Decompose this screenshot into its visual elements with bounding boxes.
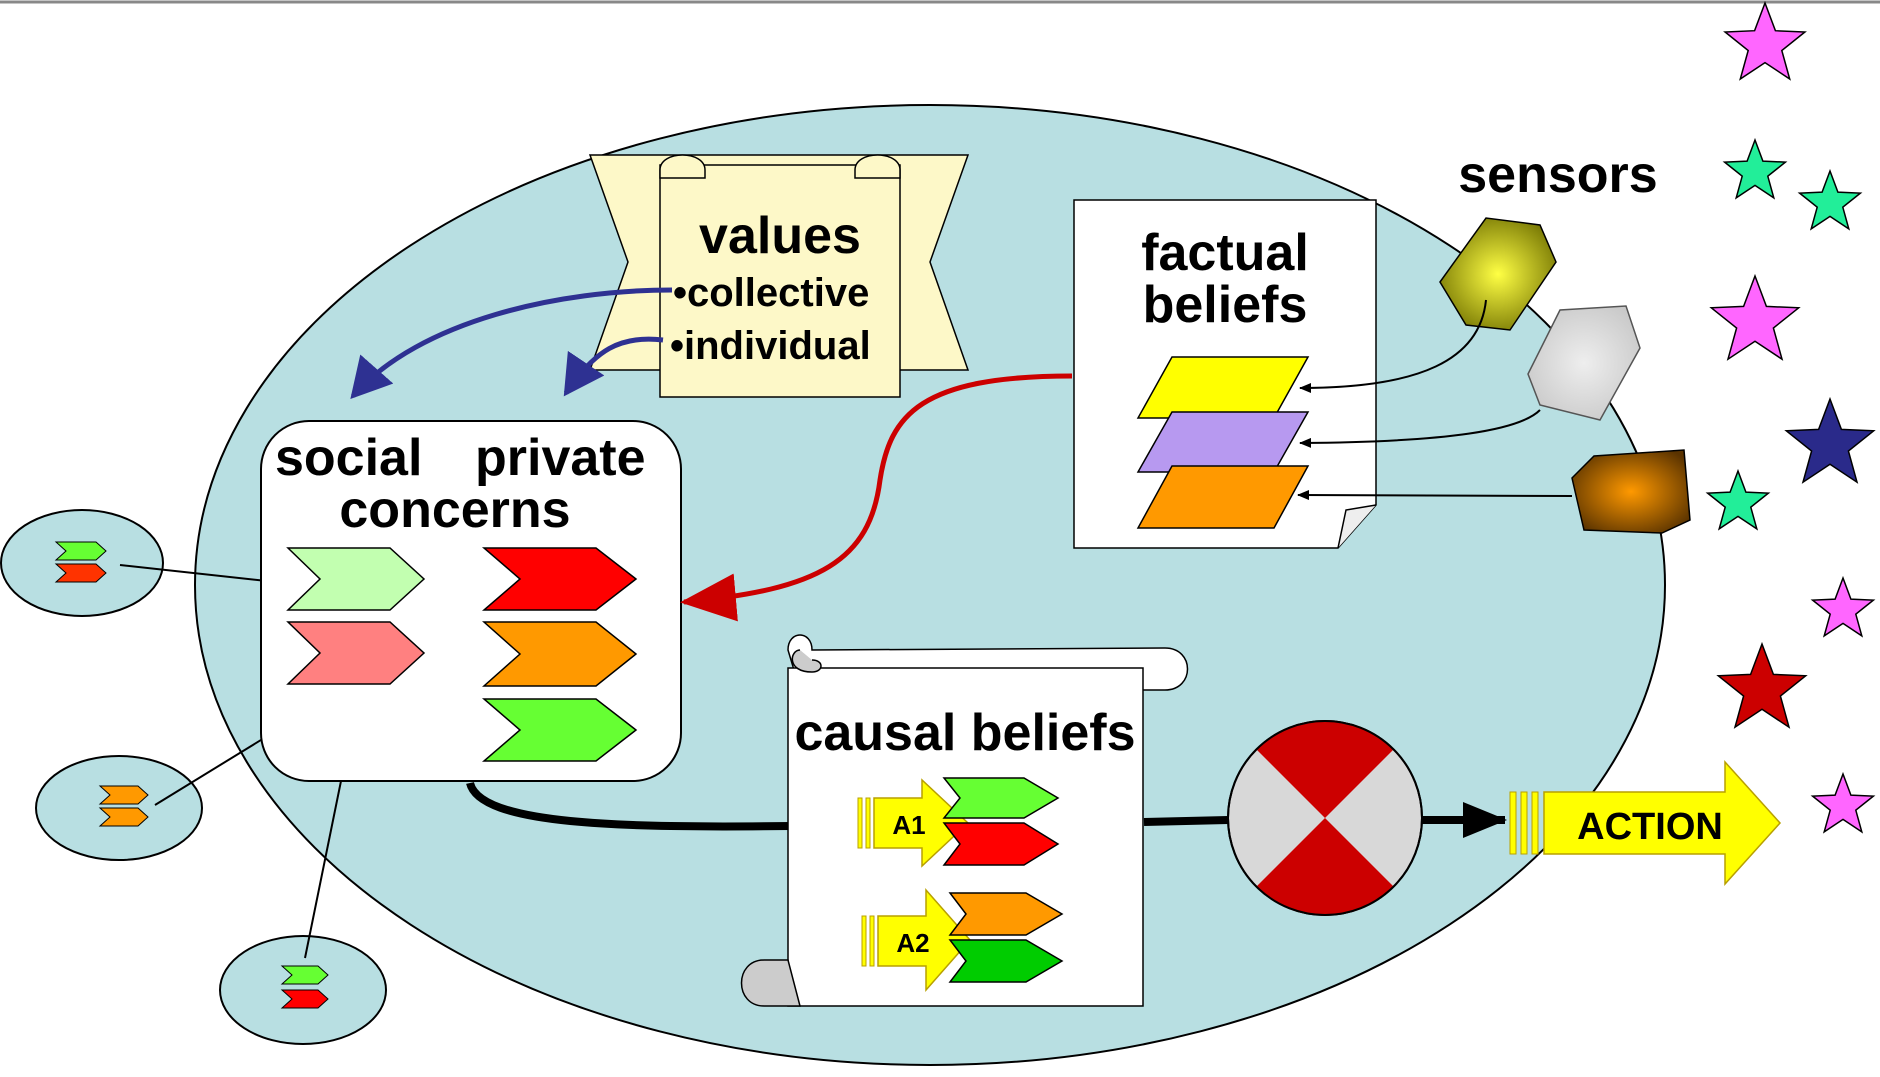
star-icon [1722, 137, 1788, 200]
chevron-icon [280, 965, 329, 985]
outcome-dark-green [948, 939, 1064, 983]
outcome-red [942, 822, 1060, 866]
social-concern-green [286, 547, 426, 611]
chevron-icon [54, 541, 107, 561]
action-label-a1: A1 [892, 810, 925, 840]
star-icon [1797, 168, 1863, 231]
private-concern-orange [482, 621, 638, 687]
concerns-to-causal-connector [466, 781, 793, 831]
decision-wheel-icon [1227, 720, 1423, 916]
chevron-icon [98, 807, 149, 827]
star-icon [1723, 0, 1807, 81]
values-item-collective: •collective [673, 271, 869, 315]
concerns-label: concerns [339, 481, 570, 539]
sensor-arrow-3 [1297, 490, 1573, 501]
social-concern-pink [286, 621, 426, 685]
action-label-a2: A2 [896, 928, 929, 958]
star-icon [1709, 273, 1801, 361]
arrow-icon [877, 888, 971, 992]
values-title: values [699, 207, 861, 265]
action-arrow: ACTION [1509, 760, 1782, 886]
private-concern-red [481, 547, 638, 611]
causal-beliefs-title: causal beliefs [794, 704, 1135, 762]
action-label: ACTION [1577, 806, 1723, 848]
environment-stars [1705, 0, 1876, 834]
beliefs-label: beliefs [1143, 276, 1308, 334]
concerns-box: social private concerns [260, 420, 682, 782]
causal-beliefs-scroll: causal beliefs A1 A2 [740, 634, 1189, 1007]
other-agent-3 [219, 935, 387, 1045]
sensor-arrow-2 [1299, 409, 1541, 448]
star-icon [1705, 468, 1771, 531]
other-agent-1 [0, 509, 164, 617]
sensor-arrow-1 [1299, 299, 1487, 393]
chevron-icon [280, 989, 329, 1009]
belief-orange [1136, 465, 1310, 529]
star-icon [1810, 575, 1876, 638]
private-label: private [475, 429, 646, 487]
values-scroll: values •collective •individual [588, 154, 970, 398]
private-concern-green [481, 698, 638, 762]
star-icon [1716, 641, 1808, 729]
sensor-icon [1527, 305, 1641, 421]
social-label: social [275, 429, 422, 487]
action-option-a1: A1 [857, 777, 1060, 868]
values-item-individual: •individual [670, 324, 871, 368]
other-agent-2 [35, 755, 203, 861]
factual-label: factual [1141, 224, 1309, 282]
chevron-icon [98, 785, 149, 805]
sensors-label: sensors [1458, 146, 1657, 204]
outcome-orange [948, 892, 1064, 936]
outcome-green [942, 777, 1060, 819]
factual-beliefs-document: factual beliefs [1073, 199, 1377, 549]
individual-to-private-arrow [563, 336, 664, 397]
collective-to-social-arrow [350, 287, 673, 399]
causal-to-decision-connector [1143, 816, 1229, 826]
star-icon [1784, 396, 1876, 484]
beliefs-to-concerns-arrow [680, 373, 1073, 622]
influence-arrow-1 [119, 564, 286, 587]
action-option-a2: A2 [861, 888, 1064, 992]
star-icon [1810, 771, 1876, 834]
sensor-icon [1439, 217, 1557, 331]
sensor-icon [1571, 449, 1691, 534]
arrow-icon [873, 778, 970, 868]
chevron-icon [54, 563, 107, 583]
